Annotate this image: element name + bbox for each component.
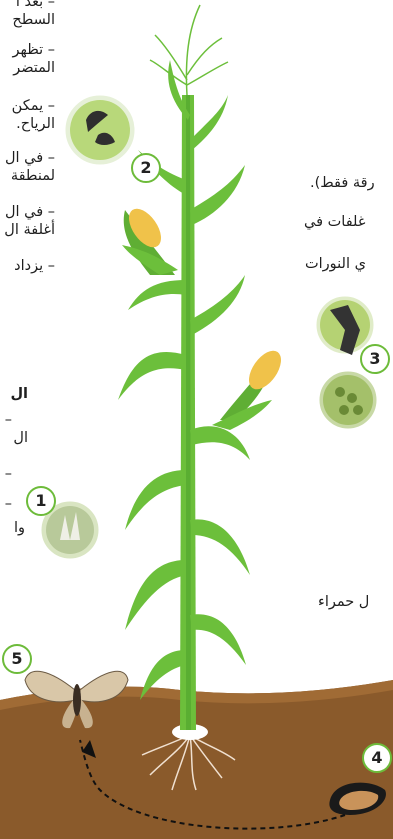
tassel <box>150 5 228 95</box>
badge-4: 4 <box>362 743 392 773</box>
badge-2: 2 <box>131 153 161 183</box>
corn-ear-upper <box>122 203 178 275</box>
badge-3: 3 <box>360 344 390 374</box>
corn-ear-lower <box>212 345 287 430</box>
badge-1: 1 <box>26 486 56 516</box>
soil <box>0 680 393 839</box>
badge-5: 5 <box>2 644 32 674</box>
